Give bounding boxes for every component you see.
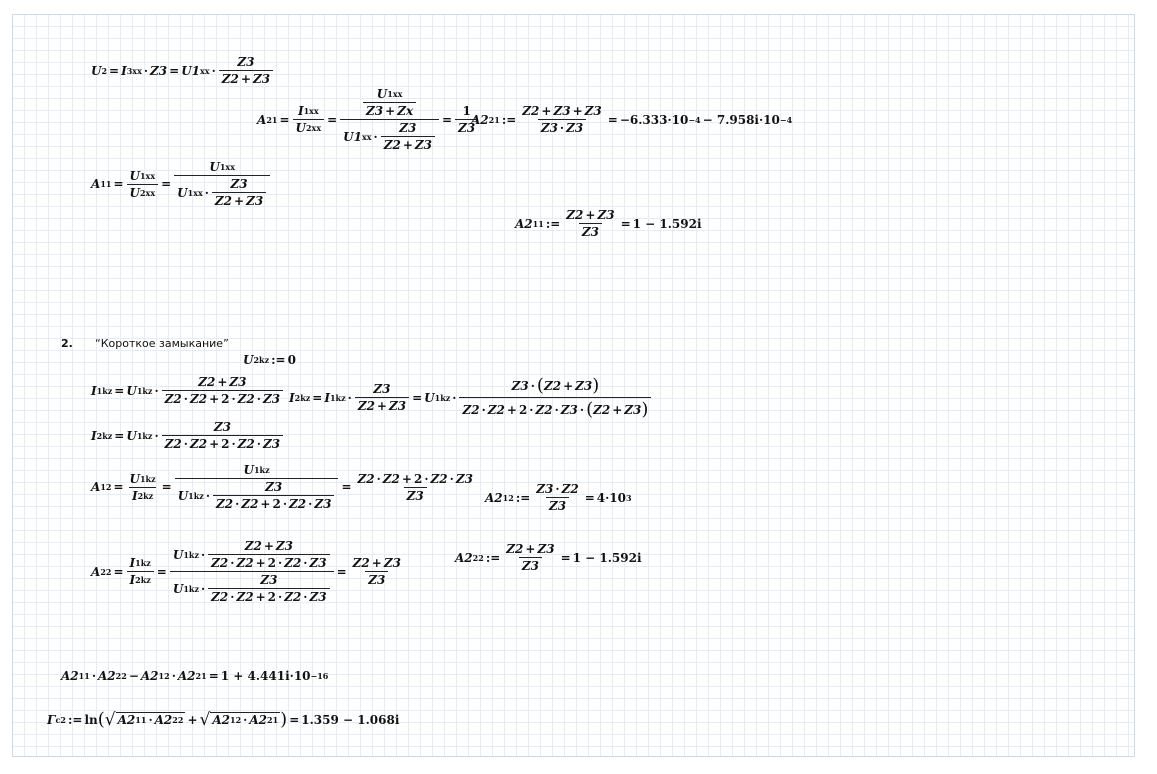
section-title: “Короткое замыкание” bbox=[95, 337, 229, 350]
a21-imag: − 7.958i·10 bbox=[702, 112, 780, 127]
gamma-result: 1.359 − 1.068i bbox=[301, 712, 400, 727]
section-heading: 2. “Короткое замыкание” bbox=[61, 337, 229, 350]
det-result: 1 + 4.441i·10 bbox=[220, 669, 311, 683]
a22-result: 1 − 1.592i bbox=[572, 550, 642, 565]
a11-result: 1 − 1.592i bbox=[632, 216, 702, 231]
section-number: 2. bbox=[61, 337, 73, 350]
a12-result: 4·10 bbox=[596, 490, 626, 505]
a21-result: −6.333·10 bbox=[619, 112, 689, 127]
